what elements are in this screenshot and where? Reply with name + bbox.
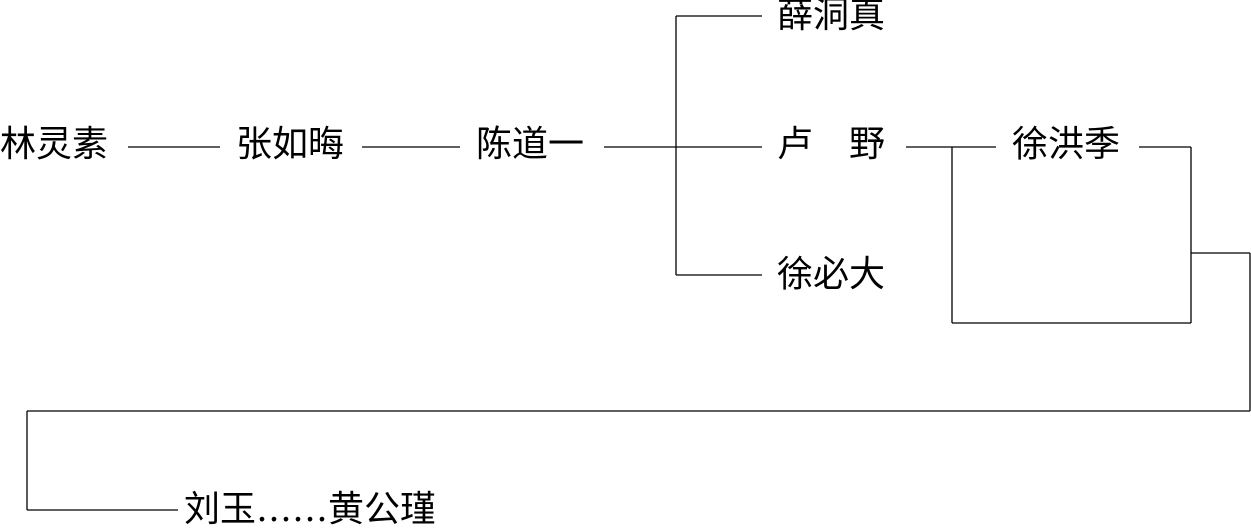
node-liu-yu-huang-gongjin: 刘玉……黄公瑾 bbox=[184, 489, 436, 530]
node-xu-hongji: 徐洪季 bbox=[1012, 124, 1120, 165]
node-xue-dongzhen: 薛洞真 bbox=[777, 0, 885, 36]
node-xu-bida: 徐必大 bbox=[777, 254, 885, 295]
node-chen-daoyi: 陈道一 bbox=[476, 124, 584, 165]
node-lin-lingsu: 林灵素 bbox=[0, 124, 108, 165]
node-lu-ye: 卢 野 bbox=[777, 124, 885, 165]
node-zhang-ruhui: 张如晦 bbox=[236, 124, 344, 165]
